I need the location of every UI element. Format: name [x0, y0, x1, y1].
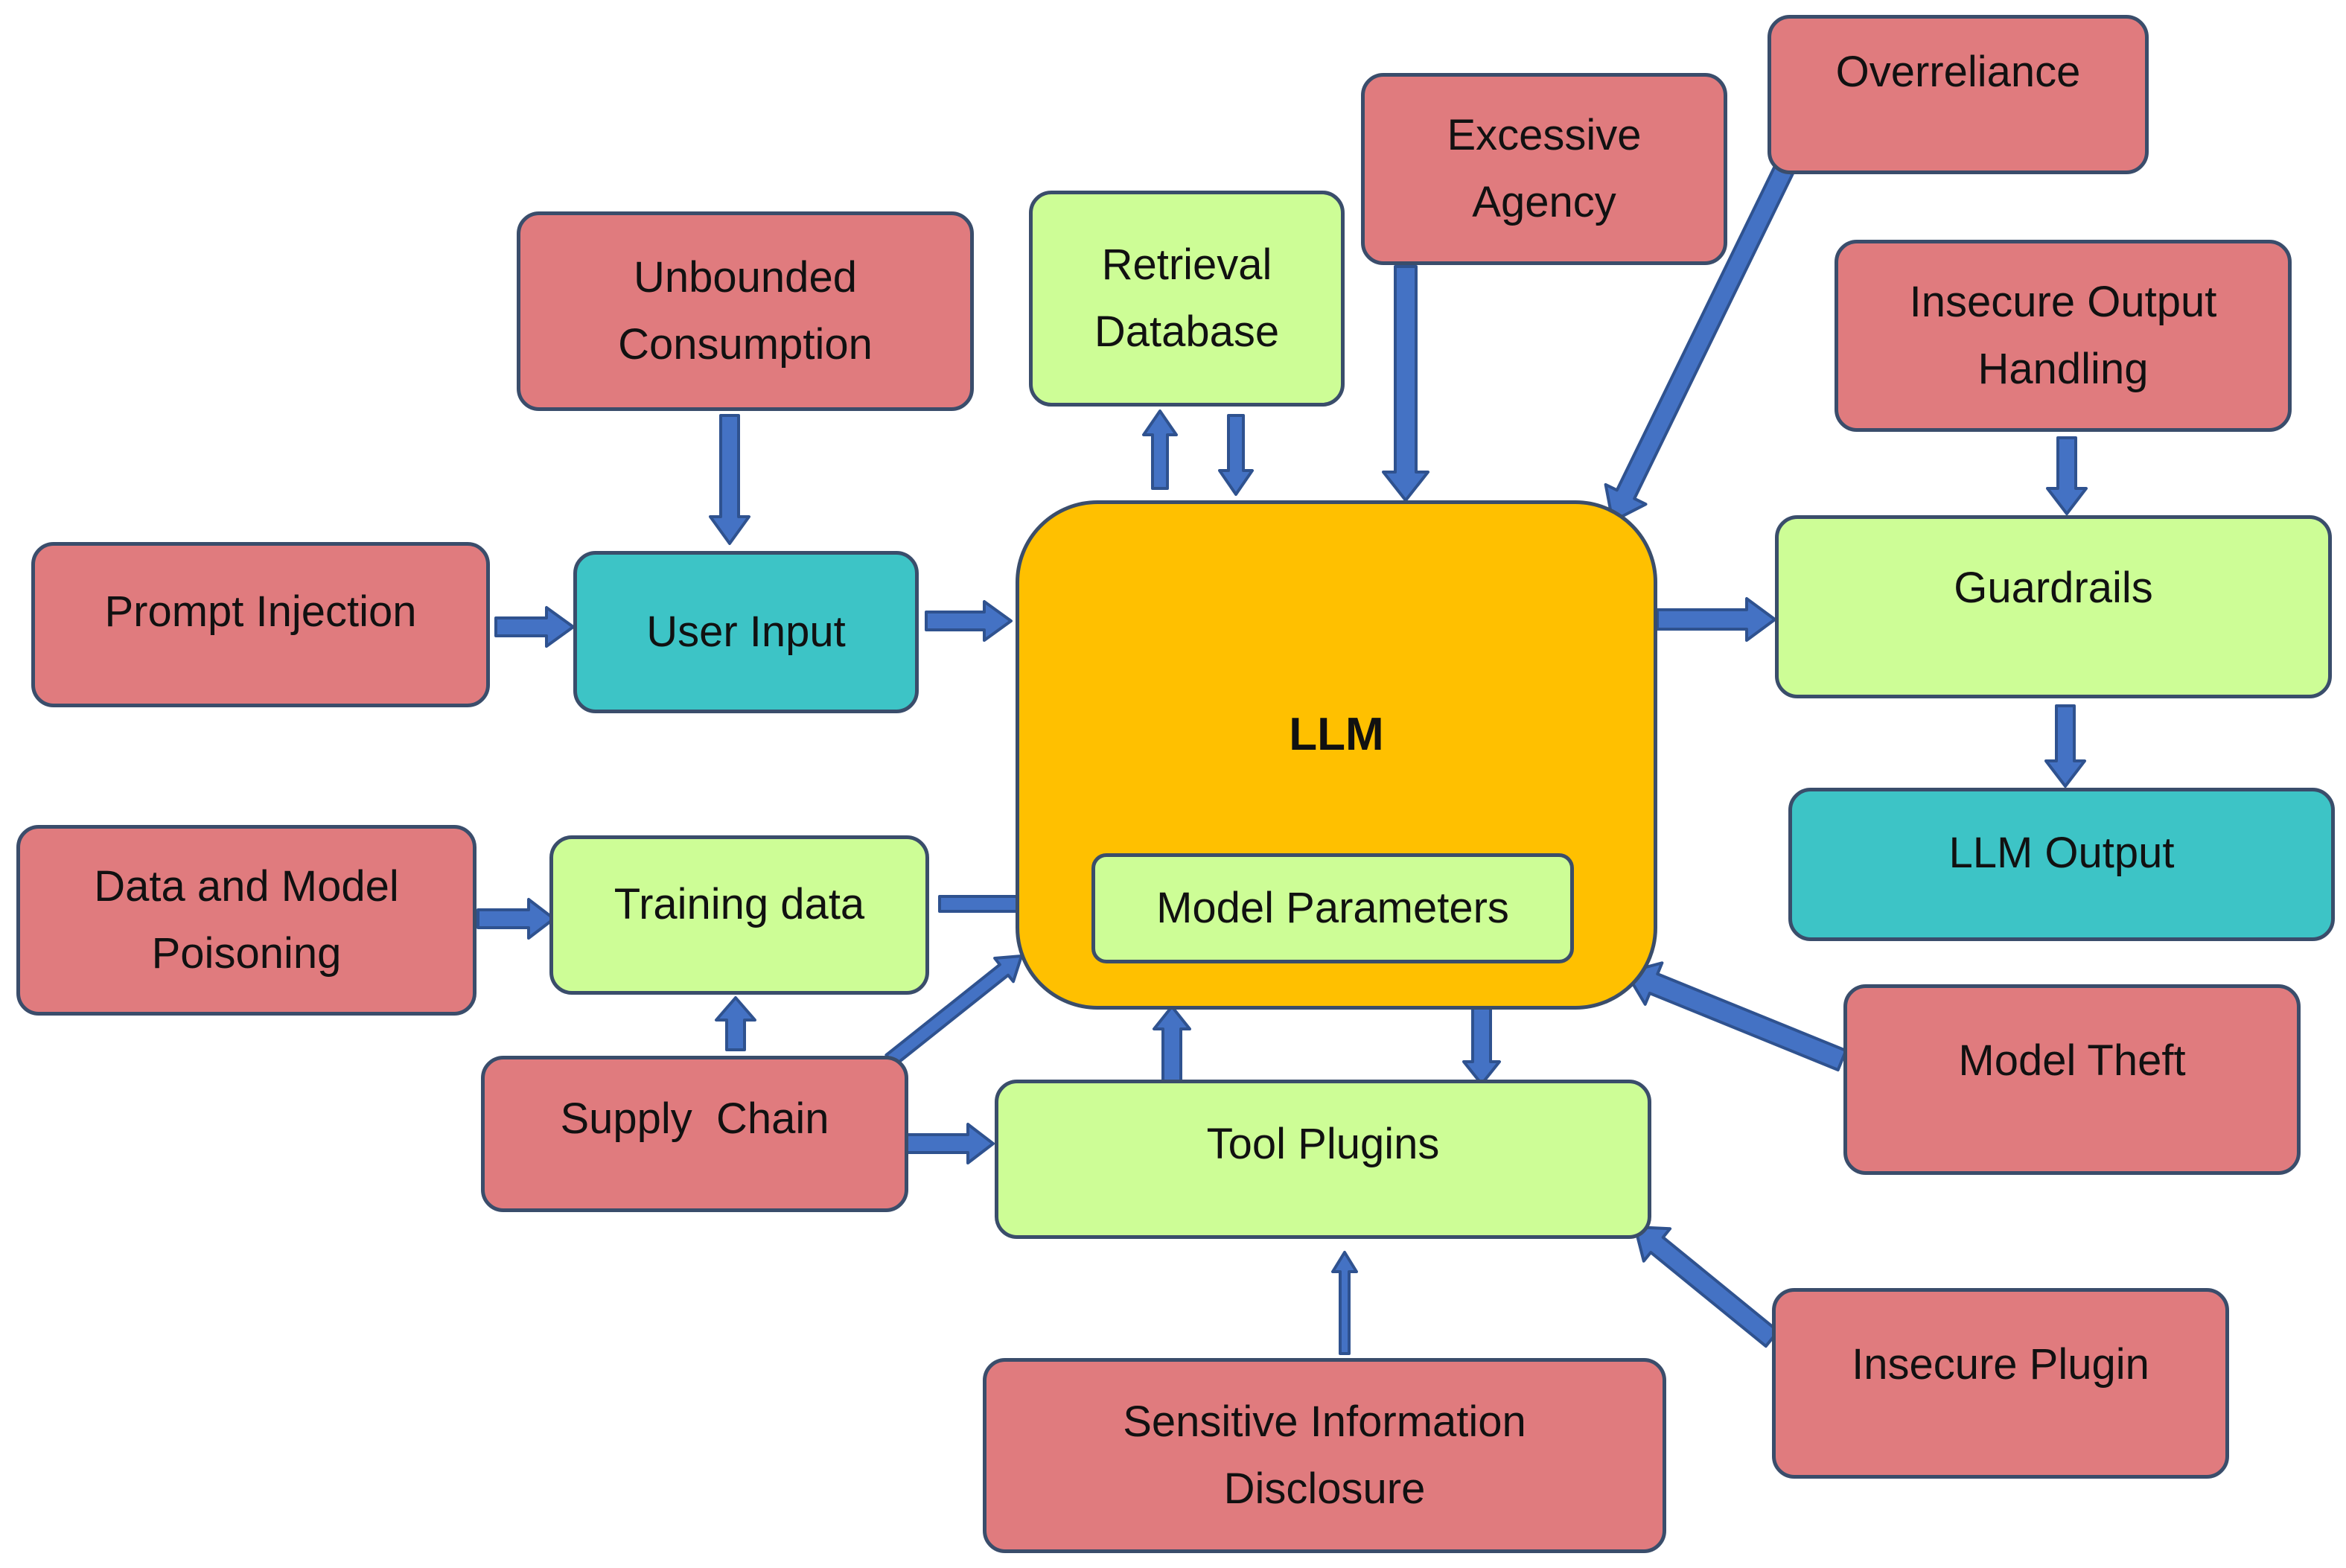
prompt-injection-box: Prompt Injection — [31, 542, 490, 707]
arrow-supply-chain-to-tool-plugins — [899, 1123, 995, 1164]
arrow-insecure-output-handling-to-guardrails — [2046, 436, 2088, 515]
retrieval-database-line2: Database — [1094, 307, 1280, 356]
insecure-plugin-box: Insecure Plugin — [1772, 1288, 2229, 1479]
model-theft-label: Model Theft — [1958, 1036, 2186, 1085]
insecure-output-handling-line2: Handling — [1977, 345, 2149, 393]
insecure-plugin-label: Insecure Plugin — [1852, 1340, 2149, 1389]
tool-plugins-box: Tool Plugins — [995, 1080, 1651, 1239]
arrow-data-model-poisoning-to-training-data — [476, 898, 555, 940]
sensitive-information-disclosure-box: Sensitive Information Disclosure — [983, 1358, 1666, 1553]
training-data-label: Training data — [613, 880, 865, 928]
model-parameters-label: Model Parameters — [1156, 884, 1509, 932]
llm-output-label: LLM Output — [1948, 829, 2175, 877]
arrow-overreliance-to-llm — [1604, 164, 1794, 523]
user-input-box: User Input — [573, 551, 919, 713]
sensitive-information-disclosure-line2: Disclosure — [1223, 1465, 1426, 1513]
unbounded-consumption-box: Unbounded Consumption — [517, 211, 974, 411]
insecure-output-handling-line1: Insecure Output — [1909, 278, 2217, 326]
retrieval-database-line1: Retrieval — [1101, 240, 1272, 289]
training-data-box: Training data — [549, 835, 929, 995]
overreliance-box: Overreliance — [1768, 15, 2149, 174]
excessive-agency-line1: Excessive — [1447, 111, 1642, 159]
sensitive-information-disclosure-line1: Sensitive Information — [1123, 1398, 1526, 1446]
retrieval-database-box: Retrieval Database — [1029, 191, 1345, 407]
arrow-supply-chain-to-training-data — [715, 996, 756, 1051]
arrow-guardrails-to-llm-output — [2044, 704, 2086, 788]
overreliance-label: Overreliance — [1835, 48, 2081, 96]
model-theft-box: Model Theft — [1843, 984, 2301, 1175]
data-model-poisoning-box: Data and Model Poisoning — [16, 825, 476, 1016]
prompt-injection-label: Prompt Injection — [104, 587, 417, 636]
excessive-agency-line2: Agency — [1472, 178, 1616, 226]
arrow-llm-to-guardrails — [1656, 597, 1776, 642]
arrow-excessive-agency-to-llm — [1382, 265, 1429, 502]
guardrails-box: Guardrails — [1775, 515, 2332, 698]
supply-chain-box: Supply Chain — [481, 1056, 908, 1212]
user-input-label: User Input — [646, 608, 846, 656]
llm-output-box: LLM Output — [1788, 788, 2335, 941]
arrow-llm-to-retrieval-database — [1142, 409, 1178, 490]
model-parameters-box: Model Parameters — [1091, 853, 1574, 963]
guardrails-label: Guardrails — [1954, 564, 2153, 612]
arrow-tool-plugins-to-llm — [1153, 1005, 1191, 1083]
arrow-insecure-plugin-to-tool-plugins — [1633, 1226, 1780, 1348]
insecure-output-handling-box: Insecure Output Handling — [1835, 240, 2292, 432]
tool-plugins-label: Tool Plugins — [1206, 1120, 1440, 1168]
arrow-model-theft-to-llm — [1625, 961, 1848, 1071]
arrow-llm-to-tool-plugins — [1462, 1007, 1501, 1086]
excessive-agency-box: Excessive Agency — [1361, 73, 1727, 265]
unbounded-consumption-line1: Unbounded — [634, 253, 857, 302]
arrow-supply-chain-to-llm — [884, 954, 1023, 1067]
supply-chain-label: Supply Chain — [560, 1094, 829, 1143]
arrow-sensitive-information-disclosure-to-tool-plugins — [1331, 1251, 1358, 1355]
unbounded-consumption-line2: Consumption — [618, 320, 873, 369]
arrow-user-input-to-llm — [925, 600, 1013, 642]
data-model-poisoning-line1: Data and Model — [94, 862, 399, 911]
data-model-poisoning-line2: Poisoning — [151, 929, 342, 978]
arrow-prompt-injection-to-user-input — [494, 606, 575, 648]
arrow-unbounded-consumption-to-user-input — [709, 414, 750, 545]
arrow-retrieval-database-to-llm — [1218, 414, 1254, 496]
llm-label: LLM — [1289, 709, 1384, 760]
